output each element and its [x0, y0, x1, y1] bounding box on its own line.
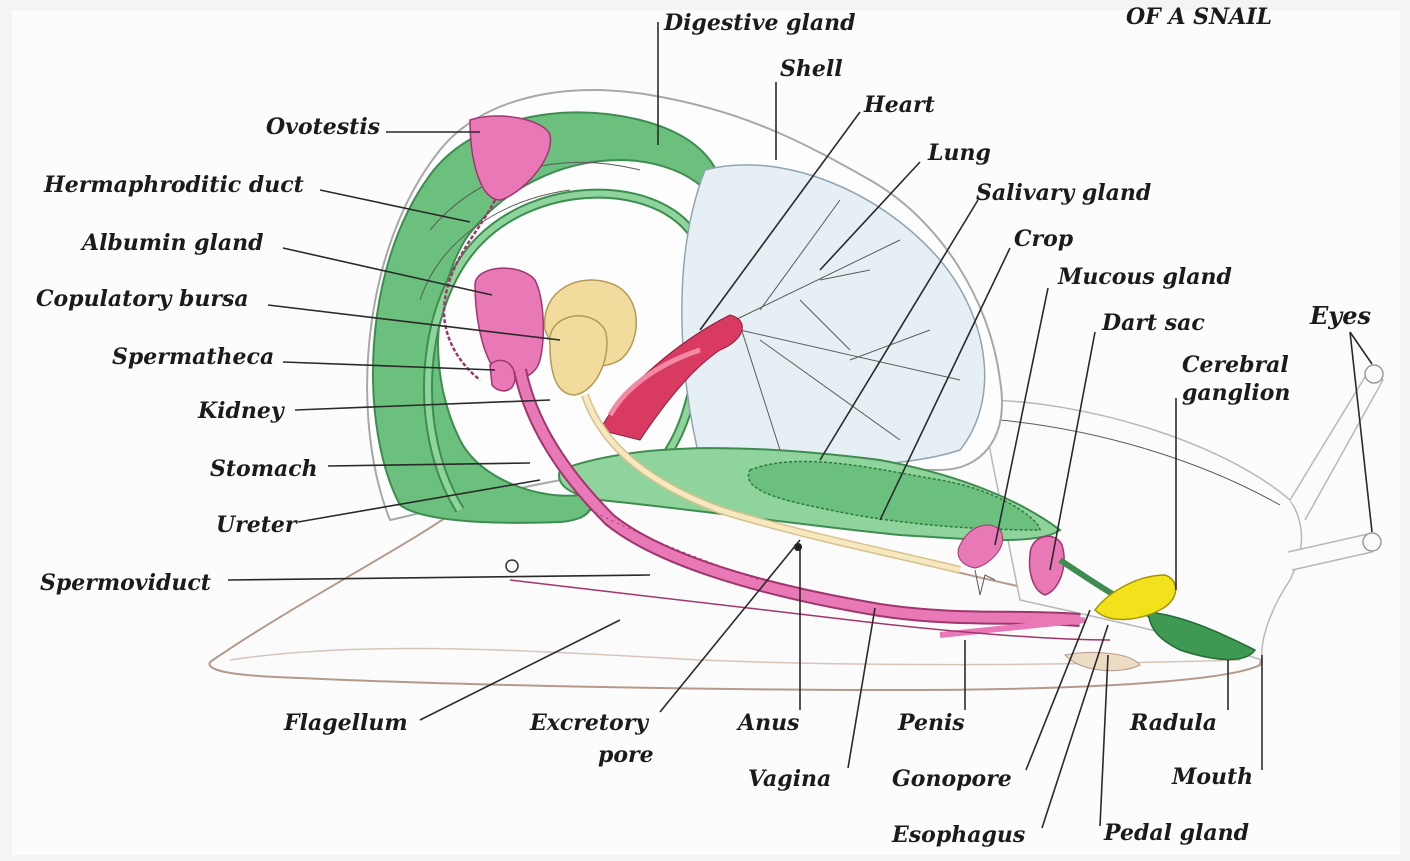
label-spermoviduct: Spermoviduct [40, 570, 211, 596]
label-ureter: Ureter [216, 512, 298, 538]
label-excretory-pore-line2: pore [598, 742, 654, 768]
label-salivary-gland: Salivary gland [976, 180, 1151, 206]
label-kidney: Kidney [197, 398, 286, 424]
spermatheca-shape [490, 360, 515, 391]
label-esophagus: Esophagus [891, 822, 1025, 848]
label-lung: Lung [927, 140, 991, 166]
label-vagina: Vagina [748, 766, 831, 792]
label-penis: Penis [897, 710, 965, 736]
label-excretory-pore-line1: Excretory [529, 710, 650, 736]
label-cerebral-ganglion-line2: ganglion [1182, 380, 1290, 406]
label-flagellum: Flagellum [283, 710, 408, 736]
label-albumin-gland: Albumin gland [80, 230, 263, 256]
label-cerebral-ganglion-line1: Cerebral [1182, 352, 1289, 378]
label-mouth: Mouth [1171, 764, 1253, 790]
eye-upper [1365, 365, 1383, 383]
label-eyes: Eyes [1309, 301, 1372, 330]
label-shell: Shell [780, 56, 843, 82]
eye-lower [1363, 533, 1381, 551]
label-digestive-gland: Digestive gland [663, 10, 856, 36]
label-stomach: Stomach [210, 456, 318, 482]
label-ovotestis: Ovotestis [266, 114, 380, 140]
label-crop: Crop [1014, 226, 1074, 252]
flagellum-tip [506, 560, 518, 572]
label-copulatory-bursa: Copulatory bursa [36, 286, 249, 312]
label-gonopore: Gonopore [892, 766, 1012, 792]
label-anus: Anus [736, 710, 799, 736]
label-spermatheca: Spermatheca [112, 344, 274, 370]
label-pedal-gland: Pedal gland [1103, 820, 1249, 846]
label-hermaphroditic-duct: Hermaphroditic duct [43, 172, 304, 198]
heading-text: OF A SNAIL [1126, 4, 1272, 30]
label-heart: Heart [863, 92, 935, 118]
label-dart-sac: Dart sac [1101, 310, 1205, 336]
label-mucous-gland: Mucous gland [1057, 264, 1232, 290]
label-radula: Radula [1129, 710, 1217, 736]
